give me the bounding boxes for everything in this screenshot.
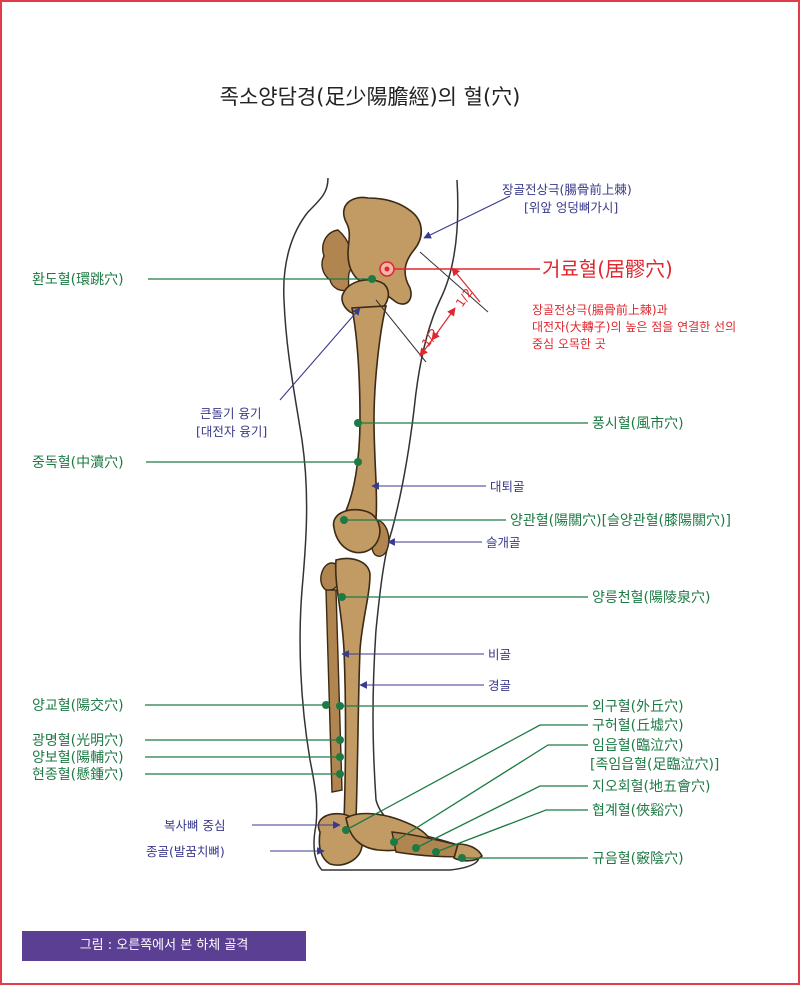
anatomy-trochanter-alt: [대전자 융기] (196, 424, 267, 439)
point-guheo-dot (342, 826, 350, 834)
acupoint-leaders: 환도혈(環跳穴) 중독혈(中瀆穴) 양교혈(陽交穴) 광명혈(光明穴) 양보혈(… (32, 272, 731, 867)
point-yanggyo: 양교혈(陽交穴) (32, 697, 124, 714)
point-imeup-alt: [족임읍혈(足臨泣穴)] (590, 757, 719, 773)
point-yanggwan: 양관혈(陽關穴)[슬양관혈(膝陽關穴)] (510, 513, 731, 529)
point-yanggyo-dot (322, 701, 330, 709)
highlight-name: 거료혈(居髎穴) (542, 257, 673, 281)
point-oegu: 외구혈(外丘穴) (592, 699, 684, 715)
figure-caption: 그림 : 오른쪽에서 본 하체 골격 (22, 931, 306, 961)
pelvis-bone (343, 196, 423, 305)
anatomy-navicular: 복사뼈 중심 (164, 818, 225, 833)
highlight-point-georyo: 거료혈(居髎穴) 장골전상극(腸骨前上棘)과 대전자(大轉子)의 높은 점을 연… (379, 257, 736, 351)
anatomy-trochanter: 큰돌기 융기 (200, 406, 261, 421)
leg-outline (283, 177, 480, 871)
point-jungdok: 중독혈(中瀆穴) (32, 455, 124, 471)
point-yanggwan-dot (340, 516, 348, 524)
point-hwando: 환도혈(環跳穴) (32, 272, 124, 288)
point-gyueum-dot (458, 854, 466, 862)
point-oegu-dot (336, 702, 344, 710)
anatomy-asis-alt: [위앞 엉덩뼈가시] (524, 200, 618, 215)
point-pungsi: 풍시혈(風市穴) (592, 415, 684, 432)
point-gyueum: 규음혈(竅陰穴) (592, 851, 684, 867)
half-arrow-lower (419, 339, 433, 357)
tibia-bone (334, 557, 371, 823)
point-yangbo: 양보혈(陽輔穴) (32, 750, 124, 766)
knee-condyle (332, 508, 381, 554)
anatomy-pointers: 장골전상극(腸骨前上棘) [위앞 엉덩뼈가시] 큰돌기 융기 [대전자 융기] … (146, 182, 632, 859)
point-hyeonjong: 현종혈(懸鍾穴) (32, 767, 124, 783)
point-imeup-dot (390, 838, 398, 846)
half-arrow-upper (451, 267, 481, 303)
fibula-bone (325, 589, 343, 793)
point-jiohoe: 지오회혈(地五會穴) (592, 779, 710, 795)
point-jiohoe-dot (412, 844, 420, 852)
highlight-desc-1: 장골전상극(腸骨前上棘)과 (532, 302, 668, 317)
highlight-desc-3: 중심 오목한 곳 (532, 337, 606, 351)
anatomy-femur: 대퇴골 (490, 479, 525, 494)
point-pungsi-dot (354, 419, 362, 427)
point-jungdok-dot (354, 458, 362, 466)
anatomy-patella: 슬개골 (486, 535, 521, 550)
point-imeup: 임읍혈(臨泣穴) (592, 738, 684, 754)
anatomy-tibia: 경골 (488, 678, 511, 693)
half-mark-lower: 1/2 (419, 326, 442, 350)
point-hwando-dot (368, 275, 376, 283)
point-hyeopgye-dot (432, 848, 440, 856)
point-yangneung-dot (338, 593, 346, 601)
anatomy-calcaneus: 종골(발꿈치뼈) (146, 844, 225, 859)
point-gwangmyeong: 광명혈(光明穴) (32, 733, 124, 749)
anatomy-asis: 장골전상극(腸骨前上棘) (502, 182, 632, 197)
highlight-desc-2: 대전자(大轉子)의 높은 점을 연결한 선의 (532, 320, 736, 334)
half-mark-upper: 1/2 (453, 286, 476, 310)
point-hyeopgye: 협계혈(俠谿穴) (592, 803, 684, 819)
point-hyeonjong-dot (336, 770, 344, 778)
diagram-title: 족소양담경(足少陽膽經)의 혈(穴) (220, 85, 521, 109)
point-yangbo-dot (336, 753, 344, 761)
point-guheo: 구허혈(丘墟穴) (592, 718, 684, 734)
point-yangneung: 양릉천혈(陽陵泉穴) (592, 589, 710, 606)
point-gwangmyeong-dot (336, 736, 344, 744)
anatomy-fibula: 비골 (488, 647, 511, 662)
